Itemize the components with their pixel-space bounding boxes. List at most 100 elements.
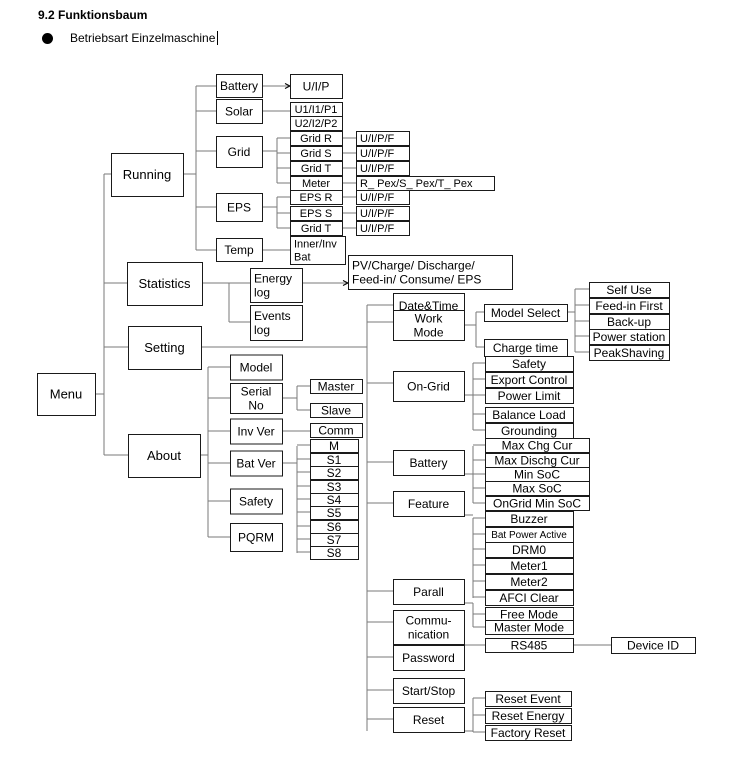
node-label: S8 [327, 546, 342, 560]
node-frame [216, 238, 263, 262]
node-buzzer: Buzzer [485, 511, 574, 527]
node-max-dischg-cur: Max Dischg Cur [485, 453, 590, 468]
node-commu-nication: Commu-nication [393, 610, 465, 645]
node-frame [290, 190, 343, 205]
node-grid-t: Grid T [290, 161, 343, 176]
node-r-pex-s-pex-t-pex: R_ Pex/S_ Pex/T_ Pex [356, 176, 495, 191]
node-frame [485, 620, 574, 635]
node-min-soc: Min SoC [485, 467, 590, 482]
node-safety: Safety [230, 488, 283, 515]
node-frame [356, 190, 410, 205]
node-frame [310, 506, 359, 520]
node-back-up: Back-up [589, 314, 670, 330]
node-label: R_ Pex/S_ Pex/T_ Pex [360, 178, 473, 190]
connector-lines [95, 83, 611, 733]
node-s1: S1 [310, 453, 359, 467]
node-label: Model [240, 360, 273, 374]
node-ongrid-min-soc: OnGrid Min SoC [485, 496, 590, 511]
node-grid: Grid [216, 136, 263, 168]
node-eps-s: EPS S [290, 206, 343, 221]
node-label: Battery [409, 456, 447, 470]
node-frame [127, 262, 203, 306]
node-label: U/I/P/F [360, 163, 395, 175]
node-reset: Reset [393, 707, 465, 733]
node-frame [485, 438, 590, 453]
node-frame [216, 136, 263, 168]
node-charge-time: Charge time [484, 339, 568, 357]
node-frame [485, 407, 574, 423]
node-label: Export Control [491, 373, 568, 387]
node-label: Grid R [300, 133, 332, 145]
node-frame [290, 74, 343, 99]
node-label: PQRM [238, 530, 274, 544]
node-label: S1 [327, 453, 342, 467]
node-label: U/I/P/F [360, 133, 395, 145]
node-label: Model Select [491, 306, 561, 320]
node-label: Balance Load [492, 408, 565, 422]
node-frame [589, 282, 670, 298]
node-u-i-p-f: U/I/P/F [356, 146, 410, 161]
section-title: Funktionsbaum [58, 8, 148, 22]
node-u-i-p-f: U/I/P/F [356, 190, 410, 205]
node-frame [393, 645, 465, 671]
node-label: Free Mode [500, 607, 558, 621]
mode-label: Betriebsart Einzelmaschine [70, 31, 219, 45]
node-frame [485, 372, 574, 388]
node-label: Reset Event [495, 692, 561, 706]
node-frame [290, 221, 343, 236]
node-frame [310, 379, 363, 394]
node-label: Feature [408, 497, 450, 511]
node-on-grid: On-Grid [393, 371, 465, 402]
node-label: Safety [239, 494, 273, 508]
node-bat-ver: Bat Ver [230, 450, 283, 477]
node-label: PV/Charge/ Discharge/ [352, 258, 475, 272]
node-reset-event: Reset Event [485, 691, 572, 707]
node-rs485: RS485 [485, 638, 574, 653]
node-label: Battery [220, 79, 258, 93]
node-frame [485, 496, 590, 511]
node-frame [310, 423, 363, 438]
node-frame [216, 193, 263, 222]
node-label: AFCI Clear [499, 591, 558, 605]
node-label: S2 [327, 466, 342, 480]
node-label: U/I/P/F [360, 223, 395, 235]
node-label: Statistics [138, 276, 191, 291]
node-frame [37, 373, 96, 416]
node-label: Running [123, 167, 171, 182]
node-frame [290, 131, 343, 146]
node-label: Temp [224, 243, 254, 257]
node-frame [485, 388, 574, 404]
node-frame [485, 725, 572, 741]
node-grid-s: Grid S [290, 146, 343, 161]
node-frame [356, 161, 410, 176]
node-frame [290, 146, 343, 161]
node-frame [393, 491, 465, 517]
node-m: M [310, 439, 359, 453]
node-frame [250, 268, 303, 303]
node-export-control: Export Control [485, 372, 574, 388]
node-s7: S7 [310, 533, 359, 547]
node-frame [485, 708, 572, 724]
node-frame [485, 590, 574, 606]
section-number: 9.2 [38, 8, 55, 22]
node-label: Solar [225, 104, 253, 118]
node-frame [393, 678, 465, 704]
node-frame [485, 638, 574, 653]
node-label: Reset Energy [492, 709, 565, 723]
node-balance-load: Balance Load [485, 407, 574, 423]
node-parall: Parall [393, 579, 465, 605]
node-label: Grid T [301, 163, 332, 175]
node-label: Work [415, 311, 444, 325]
node-pv-charge-discharge-feed-in-consume-eps: PV/Charge/ Discharge/Feed-in/ Consume/ E… [348, 255, 513, 290]
node-label: Energy [254, 271, 292, 285]
node-frame [230, 383, 283, 414]
node-label: U/I/P/F [360, 148, 395, 160]
node-frame [393, 371, 465, 402]
node-comm: Comm [310, 423, 363, 438]
node-label: S6 [327, 520, 342, 534]
node-label: U/I/P/F [360, 192, 395, 204]
node-frame [393, 310, 465, 341]
node-frame [589, 345, 670, 361]
node-frame [250, 305, 303, 341]
